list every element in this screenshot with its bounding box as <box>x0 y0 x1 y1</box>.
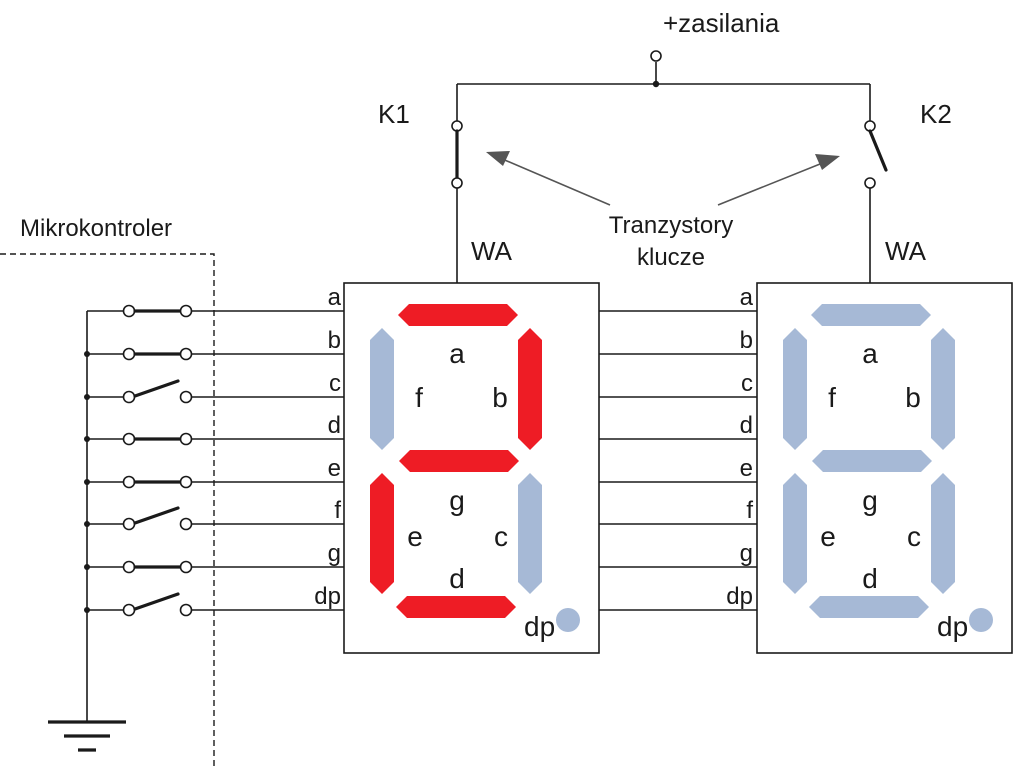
line-label-a: a <box>328 284 342 311</box>
switch-d <box>84 432 757 446</box>
display-2-segment-e <box>783 473 807 594</box>
switch-a <box>87 304 757 318</box>
switch-dp <box>84 592 757 617</box>
microcontroller-label: Mikrokontroler <box>20 215 172 242</box>
display-2-label-d: d <box>862 563 878 594</box>
arrow-left-icon <box>486 151 510 166</box>
display-1-segment-b <box>518 328 542 450</box>
k1-label: K1 <box>378 99 410 129</box>
display-2-label-dp: dp <box>937 611 968 642</box>
k2-label: K2 <box>920 99 952 129</box>
display-1-segment-dp <box>556 608 580 632</box>
display-1-label-g: g <box>449 485 465 516</box>
microcontroller-block: Mikrokontroler <box>0 215 215 768</box>
line-label-dp: dp <box>314 583 341 610</box>
line-label-a: a <box>740 284 754 311</box>
display-2-segment-f <box>783 328 807 450</box>
display-2-segment-c <box>931 473 955 594</box>
display-1-segment-a <box>398 304 518 326</box>
switch-g <box>84 560 757 574</box>
display-1-label-f: f <box>415 382 423 413</box>
display-1-segment-e <box>370 473 394 594</box>
switch-e <box>84 475 757 489</box>
transistors-label-line1: Tranzystory <box>609 212 733 239</box>
switch-b <box>84 347 757 361</box>
display-1-segment-d <box>396 596 516 618</box>
line-label-e: e <box>328 455 341 482</box>
display-1-label-c: c <box>494 521 508 552</box>
line-label-f: f <box>746 497 753 524</box>
wa-label-right: WA <box>885 236 927 266</box>
line-label-d: d <box>328 412 341 439</box>
display-2-segment-d <box>809 596 929 618</box>
power-supply: +zasilania <box>457 8 870 88</box>
display-2-label-b: b <box>905 382 921 413</box>
line-label-c: c <box>741 370 753 397</box>
switch-blade-f <box>133 506 180 525</box>
display-2: af b ge cd dp <box>756 282 1013 654</box>
microcontroller-boundary <box>0 253 215 768</box>
switch-blade-dp <box>133 592 180 611</box>
display-2-label-a: a <box>862 338 878 369</box>
display-1-segment-g <box>399 450 519 472</box>
switch-blade-c <box>133 379 180 398</box>
display-2-label-g: g <box>862 485 878 516</box>
switch-f <box>84 506 757 531</box>
display-2-segment-g <box>812 450 932 472</box>
display-2-label-c: c <box>907 521 921 552</box>
line-label-d: d <box>740 412 753 439</box>
display-2-label-f: f <box>828 382 836 413</box>
ground-symbol <box>48 311 126 752</box>
supply-terminal <box>650 50 662 62</box>
line-label-b: b <box>328 327 341 354</box>
segment-switches <box>84 304 757 617</box>
wa-label-left: WA <box>471 236 513 266</box>
line-label-c: c <box>329 370 341 397</box>
arrow-right-icon <box>815 154 840 170</box>
display-1: af b ge cd dp <box>343 282 600 654</box>
k2-blade <box>868 129 888 172</box>
transistor-key-k1: K1 <box>378 84 463 283</box>
line-label-g: g <box>740 540 753 567</box>
line-label-dp: dp <box>726 583 753 610</box>
display-2-segment-a <box>811 304 931 326</box>
display-2-label-e: e <box>820 521 836 552</box>
display-1-segment-f <box>370 328 394 450</box>
display-1-label-a: a <box>449 338 465 369</box>
display-1-label-e: e <box>407 521 423 552</box>
display-1-label-d: d <box>449 563 465 594</box>
display-2-segment-dp <box>969 608 993 632</box>
display-1-label-dp: dp <box>524 611 555 642</box>
line-label-e: e <box>740 455 753 482</box>
display-1-label-b: b <box>492 382 508 413</box>
supply-label: +zasilania <box>663 8 780 38</box>
line-label-g: g <box>328 540 341 567</box>
display-1-segment-c <box>518 473 542 594</box>
switch-c <box>84 379 757 404</box>
transistor-annotation: Tranzystory klucze <box>486 151 840 271</box>
display-2-segment-b <box>931 328 955 450</box>
transistor-key-k2: K2 <box>864 84 952 283</box>
line-label-f: f <box>334 497 341 524</box>
transistors-label-line2: klucze <box>637 244 705 271</box>
line-label-b: b <box>740 327 753 354</box>
